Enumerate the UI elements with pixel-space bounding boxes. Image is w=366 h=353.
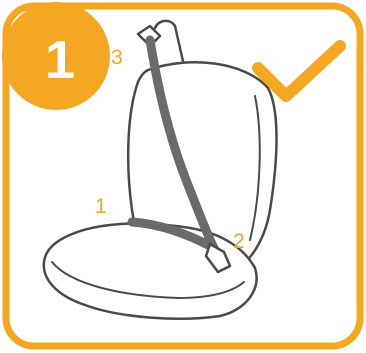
step-number: 1: [45, 29, 75, 91]
callout-label-1: 1: [95, 196, 107, 217]
step-number-badge: 1: [2, 2, 110, 110]
callout-label-2: 2: [233, 231, 245, 252]
callout-label-3: 3: [111, 47, 123, 68]
